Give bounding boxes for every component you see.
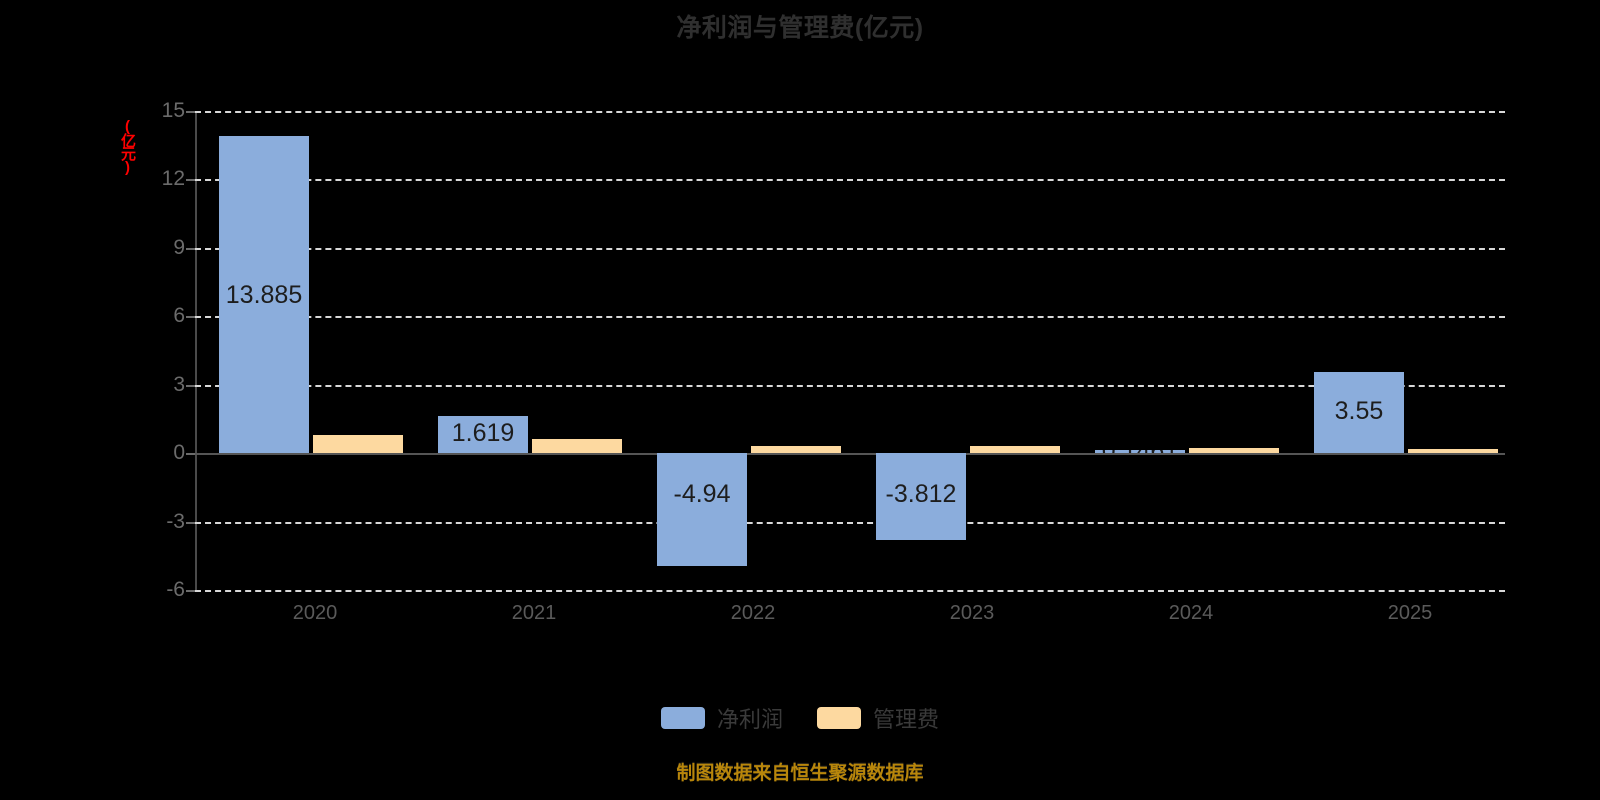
bar-admin-expense-2022[interactable] [751, 445, 841, 454]
legend-swatch-net-profit [660, 707, 705, 729]
zero-line [195, 453, 1505, 456]
bar-admin-expense-2021[interactable] [532, 439, 622, 453]
bar-admin-expense-2023[interactable] [970, 446, 1060, 453]
legend-label-net-profit: 净利润 [716, 707, 783, 732]
gridline-3 [195, 384, 1505, 387]
legend-item-net-profit[interactable]: 净利润 [660, 702, 783, 734]
bar-label-net-profit-2024: 0.1461 [1095, 450, 1185, 453]
y-tick-6: 6 [173, 304, 185, 328]
y-tick-15: 15 [161, 99, 185, 122]
bar-label-net-profit-2021: 1.619 [451, 419, 515, 447]
y-axis-ticks: 15 12 9 6 3 0 -3 -6 [115, 99, 185, 601]
gridline-15 [195, 111, 1505, 113]
gridline-9 [195, 247, 1505, 250]
gridline-12 [195, 179, 1505, 182]
source-note: 制图数据来自恒生聚源数据库 [676, 763, 924, 784]
y-axis-line [195, 111, 197, 590]
legend-item-admin-expense[interactable]: 管理费 [817, 702, 939, 734]
x-tick-2022: 2022 [730, 602, 776, 624]
tickmark--6 [186, 590, 195, 592]
bar-label-net-profit-2025: 3.55 [1334, 397, 1384, 425]
tickmark-0 [186, 453, 195, 456]
tickmark-12 [186, 179, 195, 182]
x-tick-2021: 2021 [511, 602, 557, 624]
x-tick-2025: 2025 [1387, 602, 1433, 624]
bar-admin-expense-2025[interactable] [1408, 448, 1498, 454]
legend-swatch-admin-expense [817, 707, 861, 729]
chart-legend: 净利润 管理费 [0, 702, 1600, 734]
legend-label-admin-expense: 管理费 [873, 707, 940, 732]
plot-area: 13.885 1.619 -4.94 -3.812 0.1461 3.55 [186, 111, 1505, 592]
y-axis-unit-label: (亿元) [119, 118, 136, 174]
bar-net-profit-2020[interactable] [219, 136, 309, 454]
tickmark--3 [186, 521, 195, 524]
gridline--6 [195, 590, 1505, 592]
bar-net-profit-2025[interactable] [1314, 372, 1404, 454]
bar-admin-expense-2024[interactable] [1189, 448, 1279, 453]
bar-admin-expense-2020[interactable] [313, 435, 403, 453]
bar-label-net-profit-2023: -3.812 [885, 480, 957, 508]
tickmark-9 [186, 247, 195, 250]
bar-net-profit-2022[interactable] [657, 453, 747, 566]
y-tick--3: -3 [166, 509, 185, 533]
x-tick-2020: 2020 [292, 602, 338, 624]
x-tick-2023: 2023 [949, 602, 995, 624]
bar-label-net-profit-2022: -4.94 [673, 480, 731, 508]
source-note-shadow: 制图数据来自恒生聚源数据库 [676, 762, 924, 783]
y-tick-3: 3 [173, 372, 185, 396]
y-tick-9: 9 [173, 235, 185, 259]
chart-title: 净利润与管理费(亿元) [676, 14, 924, 42]
gridline-6 [195, 316, 1505, 319]
y-tick-12: 12 [161, 167, 185, 191]
x-tick-2024: 2024 [1168, 602, 1214, 624]
gridline--3 [195, 521, 1505, 524]
y-tick-0: 0 [173, 441, 185, 465]
bar-net-profit-2021[interactable] [438, 416, 528, 454]
bar-net-profit-2024[interactable] [1095, 449, 1185, 454]
bar-label-net-profit-2020: 13.885 [225, 281, 303, 309]
bar-net-profit-2024-clip: 0.1461 [1095, 449, 1185, 454]
tickmark-6 [186, 316, 195, 319]
tickmark-15 [186, 111, 195, 113]
bar-net-profit-2023[interactable] [876, 453, 966, 541]
tickmark-3 [186, 384, 195, 387]
y-tick--6: -6 [166, 578, 185, 601]
